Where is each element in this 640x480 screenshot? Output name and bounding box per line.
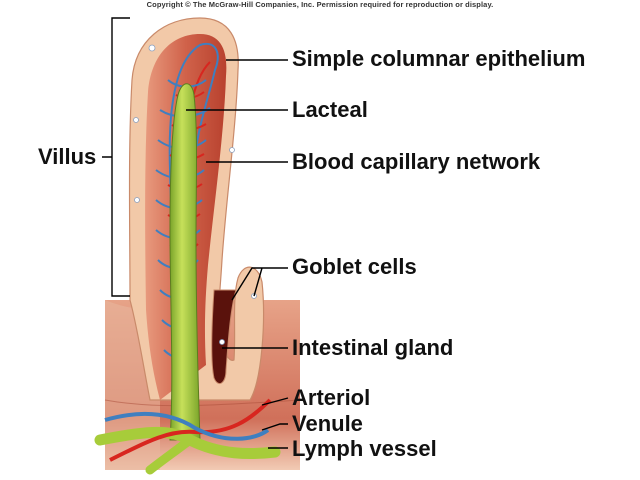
copyright-notice: Copyright © The McGraw-Hill Companies, I… (146, 0, 494, 9)
intestinal-gland (211, 289, 237, 385)
label-intestinal-gland: Intestinal gland (292, 335, 454, 360)
lacteal (169, 83, 201, 441)
label-villus: Villus (38, 144, 97, 169)
base-vessels (94, 398, 281, 475)
label-lymph-vessel: Lymph vessel (292, 436, 437, 461)
villus-bracket (102, 17, 130, 297)
label-simple-columnar-epithelium: Simple columnar epithelium (292, 46, 586, 71)
leader-lines (186, 59, 289, 449)
label-goblet-cells: Goblet cells (292, 254, 417, 279)
label-arteriol: Arteriol (292, 385, 371, 410)
label-lacteal: Lacteal (292, 97, 368, 122)
label-venule: Venule (292, 411, 363, 436)
label-blood-capillary-network: Blood capillary network (292, 149, 541, 174)
